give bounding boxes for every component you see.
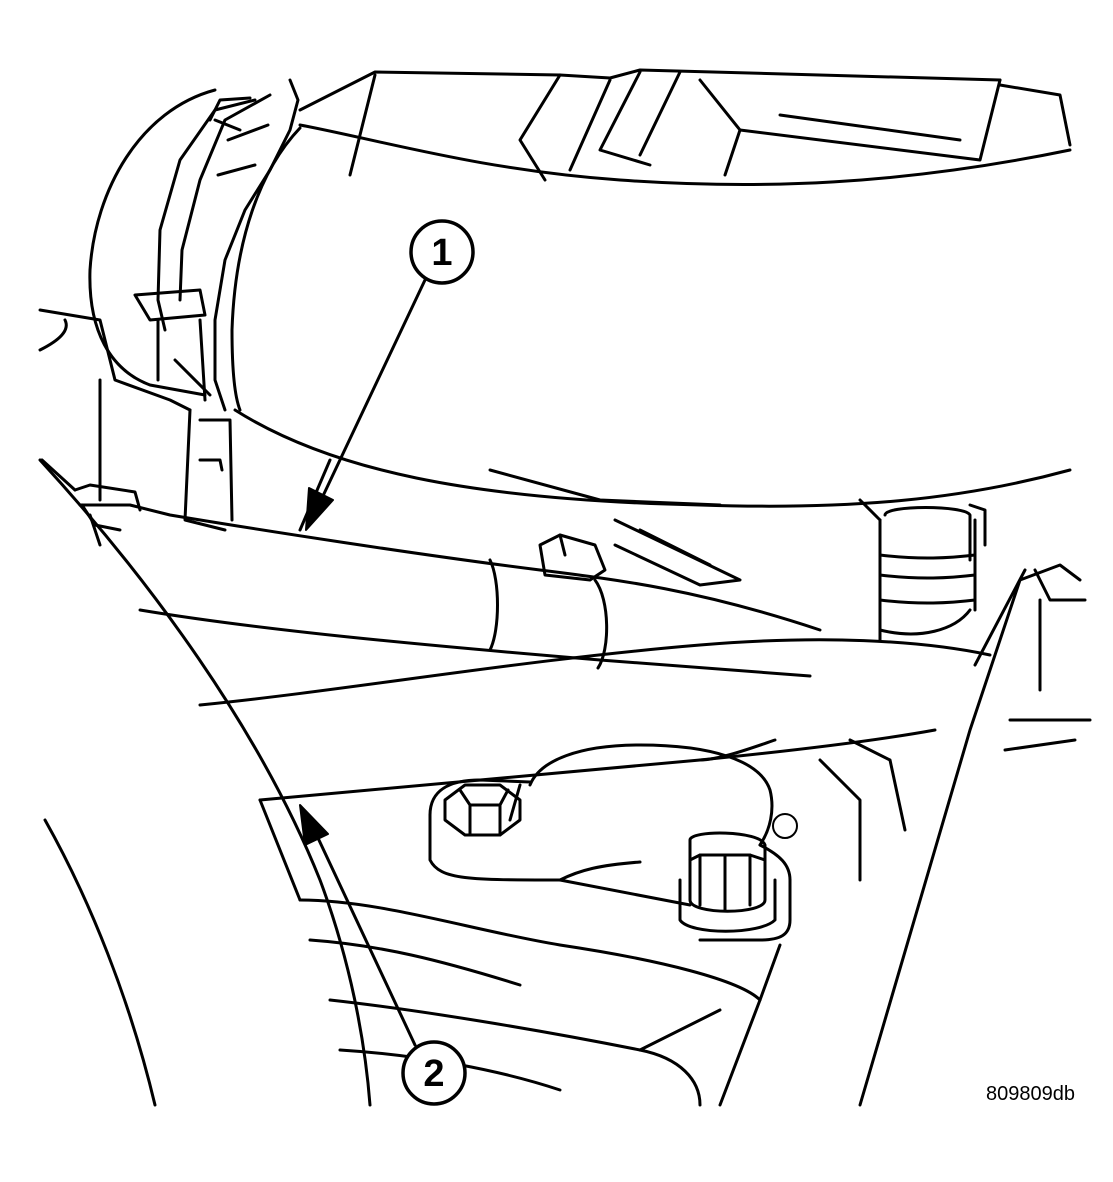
mount-block [428, 738, 907, 942]
bolt-upper [443, 783, 522, 837]
callout-2: 2 [401, 1040, 467, 1106]
callout-1-label: 1 [431, 232, 452, 274]
leader-arrow-1 [305, 278, 427, 531]
hose-1 [73, 483, 822, 678]
left-bracket [38, 308, 234, 532]
figure-id-label: 809809db [986, 1083, 1075, 1105]
leader-arrow-2 [299, 804, 417, 1047]
hose-neck-right [878, 503, 987, 642]
fender-curves [38, 458, 372, 1107]
bolt-lower [678, 831, 777, 933]
callout-1: 1 [409, 219, 475, 285]
frame-rail [858, 563, 1092, 1107]
hose-2 [198, 638, 992, 802]
intake-duct [88, 78, 1072, 508]
lower-chassis [258, 798, 782, 1107]
middle-structure [298, 458, 882, 587]
upper-housing [298, 68, 1072, 182]
callout-2-label: 2 [423, 1053, 444, 1095]
